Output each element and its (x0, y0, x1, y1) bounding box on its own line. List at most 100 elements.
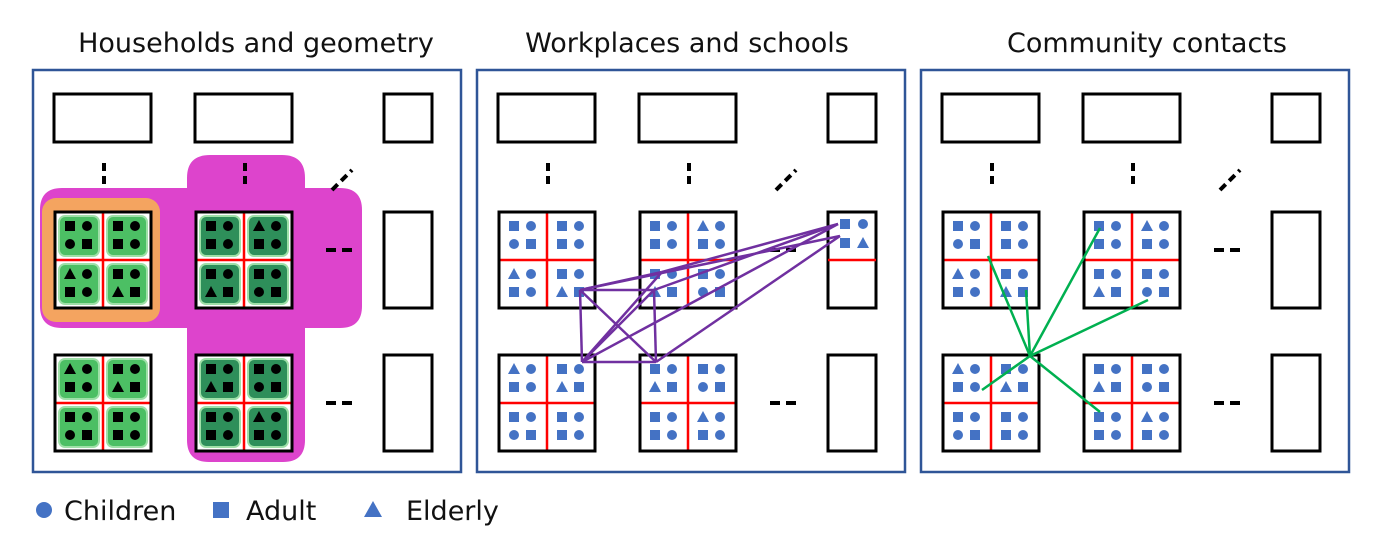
block-r2-c1-child (970, 412, 980, 422)
block-r1-c2-adult (1094, 239, 1104, 249)
block-r1-c1-child (970, 287, 980, 297)
block-r1-c2-child (254, 287, 264, 297)
block-r1-c2-adult (698, 269, 708, 279)
right-block-adult (840, 219, 850, 229)
right-block-tall-2 (826, 353, 878, 453)
block-r2-c1-adult (113, 364, 123, 374)
block-r2-c1-elderly (556, 381, 568, 392)
workplace-link (653, 222, 839, 292)
block-r1-c1-outline (497, 210, 597, 310)
panel-frame-households (31, 68, 463, 474)
block-r2-c1-child (574, 412, 584, 422)
block-r2-c1-child (1018, 430, 1028, 440)
block-r2-c2-adult (1111, 382, 1121, 392)
block-r1-c2-adult (271, 287, 281, 297)
right-block-tall-2 (1270, 353, 1322, 453)
ellipsis-diagonal (1218, 168, 1242, 192)
block-r2-c1-adult (113, 412, 123, 422)
block-r1-c1-adult (1001, 269, 1011, 279)
block-r2-c2-child (1159, 412, 1169, 422)
block-r1-c1-adult (557, 221, 567, 231)
block-r1-c1 (53, 210, 153, 310)
block-r2-c2-outline (638, 353, 738, 453)
block-r2-c2 (1082, 353, 1182, 453)
block-r2-c1-elderly (112, 381, 124, 392)
block-r2-c2-adult (271, 382, 281, 392)
block-r2-c1-adult (82, 430, 92, 440)
workplace-link (581, 222, 839, 364)
block-r1-c1-adult (130, 287, 140, 297)
top-block-1 (52, 92, 153, 144)
block-r2-c1-child (82, 364, 92, 374)
block-r2-c1-child (1018, 364, 1028, 374)
block-r1-c1-adult (1001, 221, 1011, 231)
right-block-tall-1 (1270, 210, 1322, 310)
community-link (1024, 289, 1032, 357)
block-r2-c1-child (1018, 412, 1028, 422)
block-r2-c2-child (223, 364, 233, 374)
panel-title-community: Community contacts (1007, 28, 1287, 59)
block-r1-c2-child (271, 221, 281, 231)
block-r2-c2-elderly (649, 381, 661, 392)
block-r1-c1-adult (509, 287, 519, 297)
block-r2-c2-adult (650, 364, 660, 374)
block-r2-c1-adult (113, 430, 123, 440)
block-r1-c1-elderly (64, 268, 76, 279)
block-r2-c1-child (574, 364, 584, 374)
block-r2-c2-adult (698, 430, 708, 440)
block-r1-c2-adult (206, 221, 216, 231)
block-r2-c1-child (82, 412, 92, 422)
top-block-2 (637, 92, 738, 144)
block-r2-c1-adult (509, 382, 519, 392)
block-r2-c2-outline (194, 353, 294, 453)
block-r2-c1 (497, 353, 597, 453)
block-r1-c1-adult (557, 239, 567, 249)
block-r1-c1-adult (113, 221, 123, 231)
block-r2-c1-outline (53, 353, 153, 453)
block-r1-c2-adult (650, 221, 660, 231)
block-r2-c2-adult (715, 382, 725, 392)
block-r2-c1-adult (557, 364, 567, 374)
block-r2-c2-child (271, 430, 281, 440)
top-block-2 (193, 92, 294, 144)
block-r2-c1-child (130, 412, 140, 422)
block-r1-c2-elderly (697, 220, 709, 231)
block-r1-c2-child (715, 221, 725, 231)
block-r1-c2-child (715, 239, 725, 249)
panel-households (52, 92, 434, 453)
block-r2-c2-adult (254, 364, 264, 374)
ellipsis-diagonal (774, 168, 798, 192)
block-r2-c1-elderly (64, 363, 76, 374)
block-r1-c1-child (574, 221, 584, 231)
block-r2-c1-child (953, 430, 963, 440)
block-r2-c2-child (223, 430, 233, 440)
workplace-link (581, 271, 663, 363)
block-r1-c2-adult (1094, 269, 1104, 279)
block-r1-c1-outline (53, 210, 153, 310)
block-r2-c1-household (58, 358, 100, 400)
block-r1-c2-adult (667, 287, 677, 297)
block-r2-c2-adult (650, 412, 660, 422)
block-r1-c1-adult (970, 239, 980, 249)
right-block-tall-2 (382, 353, 434, 453)
block-r2-c2-child (1111, 412, 1121, 422)
block-r1-c2-adult (1142, 239, 1152, 249)
block-r2-c2-child (715, 364, 725, 374)
block-r2-c2-elderly (205, 381, 217, 392)
block-r1-c1-adult (65, 221, 75, 231)
top-block-last (382, 92, 434, 144)
block-r2-c1-adult (65, 382, 75, 392)
block-r1-c1-elderly (952, 268, 964, 279)
block-r1-c1-adult (82, 239, 92, 249)
block-r1-c2-child (223, 221, 233, 231)
block-r2-c1-adult (526, 430, 536, 440)
block-r1-c1-adult (1001, 239, 1011, 249)
block-r1-c2 (1082, 210, 1182, 310)
block-r2-c2-outline (1082, 353, 1182, 453)
block-r2-c1 (941, 353, 1041, 453)
block-r1-c1-outline (941, 210, 1041, 310)
block-r2-c1-adult (65, 412, 75, 422)
block-r1-c2-adult (206, 239, 216, 249)
block-r2-c2-adult (650, 430, 660, 440)
block-r1-c2-adult (1094, 221, 1104, 231)
